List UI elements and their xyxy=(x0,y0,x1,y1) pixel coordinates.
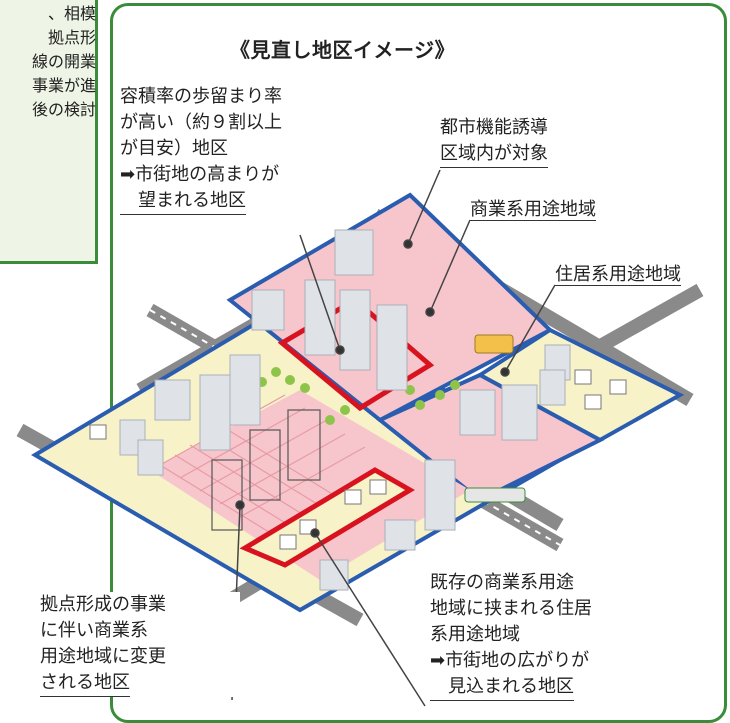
label-line: 容積率の歩留まり率 xyxy=(120,86,282,107)
planned-building xyxy=(287,409,321,481)
label-line: される地区 xyxy=(40,670,130,697)
label-line: 既存の商業系用途 xyxy=(430,572,574,593)
building xyxy=(154,379,191,421)
building xyxy=(459,389,496,436)
hatched-area xyxy=(159,394,366,546)
bus xyxy=(474,334,514,354)
label-line: に伴い商業系 xyxy=(40,620,148,641)
building xyxy=(501,384,538,441)
label-sandwiched: 既存の商業系用途 地域に挟まれる住居 系用途地域 ➡市街地の広がりが 見込まれる… xyxy=(430,570,690,701)
label-floor-ratio: 容積率の歩留まり率 が高い（約９割以上 が目安）地区 ➡市街地の高まりが 望まれ… xyxy=(120,84,370,215)
label-line: ➡市街地の広がりが xyxy=(430,650,590,671)
leader-commercial xyxy=(429,219,471,313)
side-note-text: 、相模 拠点形 線の開業 事業が進 後の検討 xyxy=(0,2,96,122)
label-line: 区域内が対象 xyxy=(440,141,548,168)
building xyxy=(137,439,164,476)
label-line: ➡市街地の高まりが xyxy=(120,164,280,185)
leader-dot xyxy=(335,345,345,355)
buildings xyxy=(89,229,627,591)
label-line: 見込まれる地区 xyxy=(430,674,574,701)
building-tall xyxy=(339,289,371,371)
side-note-line: 拠点形 xyxy=(47,28,96,47)
label-residential: 住居系用途地域 xyxy=(555,262,681,288)
label-text: 商業系用途地域 xyxy=(470,199,596,221)
label-text: 住居系用途地域 xyxy=(555,264,681,286)
leader-floor-ratio xyxy=(299,234,341,351)
label-line: 系用途地域 xyxy=(430,624,520,645)
label-line: 都市機能誘導 xyxy=(440,117,548,138)
house xyxy=(369,479,387,495)
label-line: 地域に挟まれる住居 xyxy=(430,598,592,619)
tram xyxy=(464,487,526,503)
house xyxy=(89,424,107,440)
diagram-title: 《見直し地区イメージ》 xyxy=(230,38,456,62)
label-line: が高い（約９割以上 xyxy=(120,112,282,133)
building xyxy=(334,229,374,276)
side-note-line: 線の開業 xyxy=(31,52,96,71)
side-note-box xyxy=(0,0,98,264)
label-line: 拠点形成の事業 xyxy=(40,594,166,615)
building xyxy=(384,519,416,551)
label-line: 望まれる地区 xyxy=(120,188,246,215)
building xyxy=(319,559,349,591)
house xyxy=(584,394,602,410)
planned-building xyxy=(211,459,243,531)
house xyxy=(574,369,592,385)
building-tall xyxy=(424,459,456,531)
house xyxy=(279,534,297,550)
building-tall xyxy=(229,354,261,426)
side-note-line: 事業が進 xyxy=(31,76,96,95)
house xyxy=(344,489,362,505)
side-note-line: 、相模 xyxy=(47,4,96,23)
house xyxy=(609,379,627,395)
label-commercial: 商業系用途地域 xyxy=(470,197,596,223)
leader-residential xyxy=(504,284,556,373)
label-hub-change: 拠点形成の事業 に伴い商業系 用途地域に変更 される地区 xyxy=(40,592,240,697)
label-line: 用途地域に変更 xyxy=(40,646,166,667)
planned-building xyxy=(249,429,281,501)
label-induction-area: 都市機能誘導 区域内が対象 xyxy=(440,115,600,168)
building xyxy=(251,289,285,331)
leader-induction xyxy=(407,169,441,245)
leader-sandwiched xyxy=(314,532,426,707)
building-tall xyxy=(199,374,231,451)
side-note-line: 後の検討 xyxy=(31,100,96,119)
building xyxy=(539,369,566,406)
label-line: が目安）地区 xyxy=(120,138,228,159)
building-tall xyxy=(376,304,408,391)
